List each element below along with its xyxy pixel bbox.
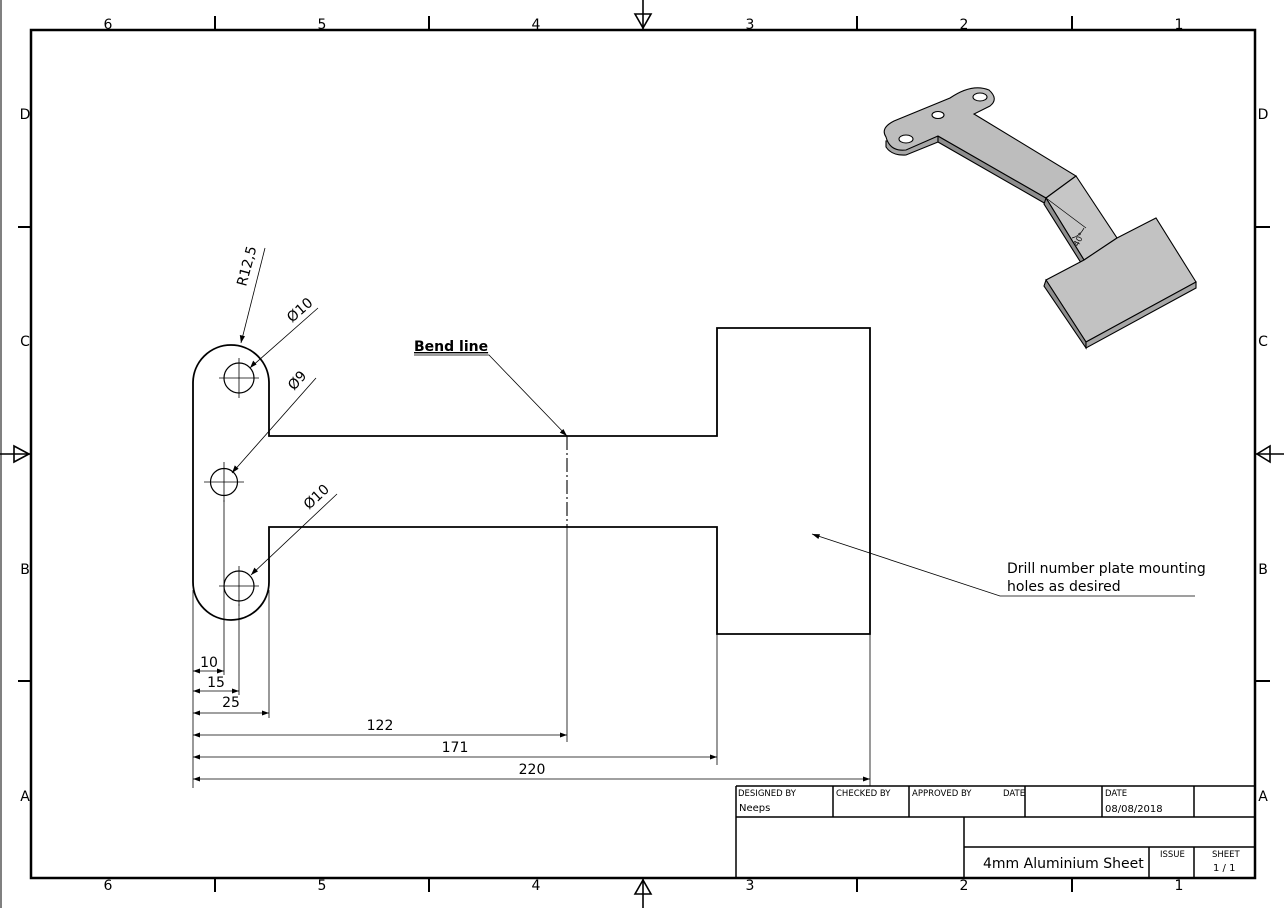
title-block [735, 785, 1255, 878]
zone-row-label: C [1258, 334, 1268, 350]
dimension-lines [193, 670, 870, 780]
sheet-value: 1 / 1 [1213, 863, 1235, 874]
dim-171: 171 [442, 740, 469, 756]
dim-15: 15 [207, 675, 225, 691]
zone-col-label: 2 [960, 17, 969, 33]
zone-ticks [18, 16, 1270, 892]
date-value: 08/08/2018 [1105, 804, 1163, 815]
issue-label: ISSUE [1160, 850, 1185, 860]
drill-note-line-2: holes as desired [1007, 579, 1121, 595]
zone-labels-right: D C B A [1258, 107, 1269, 805]
zone-row-label: D [20, 107, 31, 123]
designed-by-value: Neeps [739, 803, 770, 814]
zone-labels-left: D C B A [20, 107, 31, 805]
checked-by-label: CHECKED BY [836, 789, 891, 799]
approved-by-label: APPROVED BY [912, 789, 972, 799]
zone-row-label: C [20, 334, 30, 350]
designed-by-label: DESIGNED BY [738, 789, 797, 799]
zone-col-label: 6 [104, 17, 113, 33]
dimension-arrowheads [193, 668, 870, 782]
hole-bottom-callout: Ø10 [301, 482, 333, 513]
zone-col-label: 5 [318, 17, 327, 33]
zone-labels-top: 6 5 4 3 2 1 [104, 17, 1184, 33]
drill-note-line-1: Drill number plate mounting [1007, 561, 1206, 577]
zone-col-label: 4 [532, 17, 541, 33]
drawing-frame [0, 0, 1257, 908]
zone-col-label: 3 [746, 878, 755, 894]
isometric-view [883, 87, 1197, 350]
approved-date-label: DATE [1003, 789, 1025, 799]
dim-10: 10 [200, 655, 218, 671]
sheet-label: SHEET [1212, 850, 1241, 860]
zone-col-label: 1 [1175, 17, 1184, 33]
date-label: DATE [1105, 789, 1127, 799]
zone-row-label: A [20, 789, 30, 805]
bend-line-callout: Bend line [414, 339, 488, 355]
drawing-title: 4mm Aluminium Sheet [983, 856, 1144, 872]
zone-row-label: D [1258, 107, 1269, 123]
zone-row-label: B [1258, 562, 1268, 578]
callout-leaders [231, 247, 1195, 597]
title-block-text: DESIGNED BY Neeps CHECKED BY APPROVED BY… [738, 789, 1241, 874]
zone-col-label: 5 [318, 878, 327, 894]
callout-arrowheads [232, 335, 820, 575]
zone-col-label: 4 [532, 878, 541, 894]
zone-col-label: 3 [746, 17, 755, 33]
hole-centre-lines [204, 358, 259, 606]
hole-middle-callout: Ø9 [285, 368, 310, 394]
dimension-values: 10 15 25 122 171 220 [200, 655, 545, 778]
zone-col-label: 2 [960, 878, 969, 894]
zone-col-label: 6 [104, 878, 113, 894]
dim-220: 220 [519, 762, 546, 778]
zone-labels-bottom: 6 5 4 3 2 1 [104, 878, 1184, 894]
extension-lines [192, 500, 871, 788]
zone-row-label: B [20, 562, 30, 578]
zone-row-label: A [1258, 789, 1268, 805]
hole-top-callout: Ø10 [284, 295, 316, 326]
dim-25: 25 [222, 695, 240, 711]
zone-col-label: 1 [1175, 878, 1184, 894]
dim-122: 122 [367, 718, 394, 734]
